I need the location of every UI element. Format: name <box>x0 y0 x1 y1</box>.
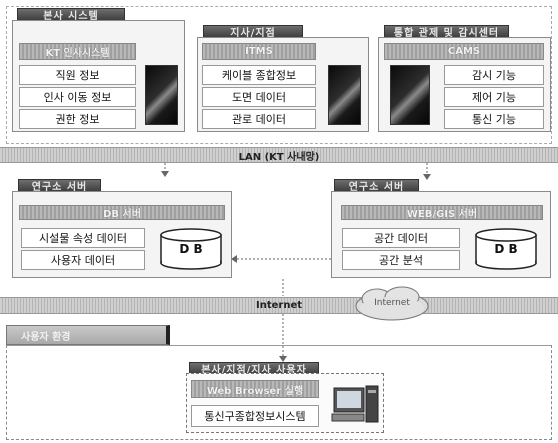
control-server-image <box>390 65 430 125</box>
control-system-header: CAMS <box>384 43 544 60</box>
branch-server-image <box>328 65 361 125</box>
branch-row-drawing: 도면 데이터 <box>202 87 316 107</box>
hq-server-image <box>145 65 178 125</box>
control-row-monitor: 감시 기능 <box>444 65 544 85</box>
web-db-cylinder-icon: D B <box>475 228 537 270</box>
user-env-tab-label: 사용자 환경 <box>21 331 71 343</box>
top-systems-region <box>6 6 552 144</box>
branch-system-header: ITMS <box>202 43 316 60</box>
user-system-row: 통신구종합정보시스템 <box>191 405 319 427</box>
control-row-comm: 통신 기능 <box>444 109 544 129</box>
branch-row-cable: 케이블 종합정보 <box>202 65 316 85</box>
hq-system-header: KT 인사시스템 <box>19 43 136 60</box>
lan-label: LAN (KT 사내망) <box>238 151 320 163</box>
hq-row-employee: 직원 정보 <box>19 65 136 85</box>
user-env-tab: 사용자 환경 <box>6 325 170 345</box>
pc-workstation-icon <box>330 378 380 428</box>
control-row-control: 제어 기능 <box>444 87 544 107</box>
web-row-spatial-data: 공간 데이터 <box>342 228 460 248</box>
cloud-label: Internet <box>374 298 410 308</box>
lan-band: LAN (KT 사내망) <box>0 147 558 163</box>
user-env-region <box>6 345 552 440</box>
web-browser-header: Web Browser 실행 <box>191 380 319 398</box>
internet-band: Internet <box>0 297 558 314</box>
web-db-label: D B <box>494 242 518 256</box>
web-server-header: WEB/GIS 서버 <box>341 205 543 220</box>
internet-cloud-icon: Internet <box>352 284 432 324</box>
db-row-facility: 시설물 속성 데이터 <box>21 228 145 248</box>
db-label: D B <box>179 242 203 256</box>
db-row-user: 사용자 데이터 <box>21 250 145 270</box>
hq-row-transfer: 인사 이동 정보 <box>19 87 136 107</box>
internet-label: Internet <box>255 300 302 311</box>
db-server-header: DB 서버 <box>19 205 225 220</box>
db-cylinder-icon: D B <box>160 228 222 270</box>
web-row-spatial-analysis: 공간 분석 <box>342 250 460 270</box>
hq-row-permission: 권한 정보 <box>19 109 136 129</box>
branch-row-conduit: 관로 데이터 <box>202 109 316 129</box>
